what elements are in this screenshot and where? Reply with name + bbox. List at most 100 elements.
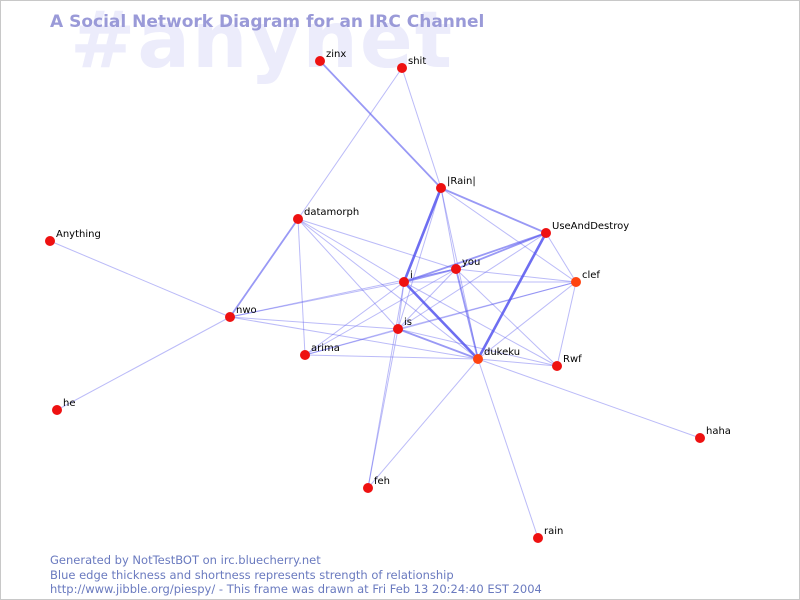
footer-legend-line: Blue edge thickness and shortness repres… [50,567,454,582]
edge-you-arima [304,268,457,356]
node-dot [315,56,325,66]
nodes-layer: zinx shit |Rain| datamorphUseAndDestroyAnyt… [45,49,731,543]
node-feh: feh [363,476,390,493]
node-label: haha [706,426,731,437]
edge-dukeku-rain [477,358,539,539]
node-clef: clef [571,270,600,287]
node-label: feh [374,476,390,487]
edge-arima-dukeku [304,354,479,360]
edge-UseAndDestroy-dukeku [476,232,548,360]
edge-i-dukeku [403,281,479,360]
node-dot [399,277,409,287]
edge-i-Rwf [403,281,558,367]
edge-is-dukeku [397,328,479,360]
node-label: zinx [326,49,346,60]
node-label: rain [544,526,563,537]
node-zinx: zinx [315,49,346,66]
node-label: he [63,398,76,409]
edge-nwo-dukeku [229,316,479,360]
edge-zinx-Rain [319,60,442,189]
node-Anything: Anything [45,229,101,246]
node-label: i [410,270,413,281]
node-dot [293,214,303,224]
edge-clef-dukeku [477,281,577,360]
edge-i-nwo [229,281,405,318]
node-label: shit [408,56,426,67]
node-dot [571,277,581,287]
edge-dukeku-haha [477,358,701,439]
node-datamorph: datamorph [293,207,359,224]
node-UseAndDestroy: UseAndDestroy [541,221,629,238]
node-label: arima [311,343,340,354]
edge-shit-datamorph [297,67,403,220]
edge-Rain-UseAndDestroy [440,187,547,234]
footer: Generated by NotTestBOT on irc.bluecherr… [50,553,542,597]
node-label: Rwf [563,354,582,365]
node-he: he [52,398,76,415]
edge-datamorph-dukeku [297,218,479,360]
node-shit: shit [397,56,426,73]
edge-shit-Rain [401,67,442,189]
node-dot [397,63,407,73]
edge-UseAndDestroy-clef [545,232,577,283]
node-nwo: nwo [225,305,257,322]
edge-datamorph-i [297,218,405,283]
node-rain: rain [533,526,563,543]
edge-you-Rwf [455,268,558,367]
node-dukeku: dukeku [473,347,520,364]
node-dot [552,361,562,371]
diagram-title: A Social Network Diagram for an IRC Chan… [50,12,485,32]
edge-i-feh [367,281,405,489]
node-is: is [393,317,412,334]
edge-datamorph-is [297,218,399,330]
node-dot [541,228,551,238]
node-label: clef [582,270,600,281]
edge-is-feh [367,328,399,489]
node-Rain: |Rain| [436,176,476,193]
node-Rwf: Rwf [552,354,582,371]
node-dot [695,433,705,443]
footer-generated-line: Generated by NotTestBOT on irc.bluecherr… [50,553,321,567]
edge-i-is [397,281,405,330]
edge-Anything-nwo [49,240,231,318]
edge-datamorph-nwo [229,218,299,318]
edge-dukeku-Rwf [477,358,558,367]
node-label: is [404,317,412,328]
node-arima: arima [300,343,340,360]
node-label: datamorph [304,207,359,218]
edge-Rain-is [397,187,442,330]
edge-is-arima [304,328,399,356]
edge-UseAndDestroy-i [403,232,547,283]
edge-you-i [403,268,457,283]
edge-you-clef [455,268,577,283]
node-i: i [399,270,413,287]
edge-Rain-i [402,187,443,283]
node-dot [225,312,235,322]
node-dot [473,354,483,364]
node-label: Anything [56,229,101,240]
edge-i-arima [304,281,405,356]
node-label: UseAndDestroy [552,221,629,232]
edge-dukeku-feh [367,358,479,489]
edge-Rain-clef [440,187,577,283]
edges-layer [49,60,701,539]
node-label: |Rain| [447,176,476,187]
edge-you-is [397,268,457,330]
node-dot [45,236,55,246]
edge-datamorph-arima [297,218,306,356]
edge-nwo-is [229,316,399,330]
edge-UseAndDestroy-is [397,232,547,330]
node-dot [363,483,373,493]
footer-url-line: http://www.jibble.org/piespy/ - This fra… [50,582,542,596]
channel-watermark: #anynet [70,0,455,86]
edge-clef-is [397,281,577,330]
edge-nwo-he [56,316,231,411]
node-dot [436,183,446,193]
edge-is-Rwf [397,328,558,367]
edge-clef-arima [304,281,577,356]
edge-Rain-you [440,187,457,270]
node-you: you [451,257,480,274]
edge-you-nwo [229,268,457,318]
